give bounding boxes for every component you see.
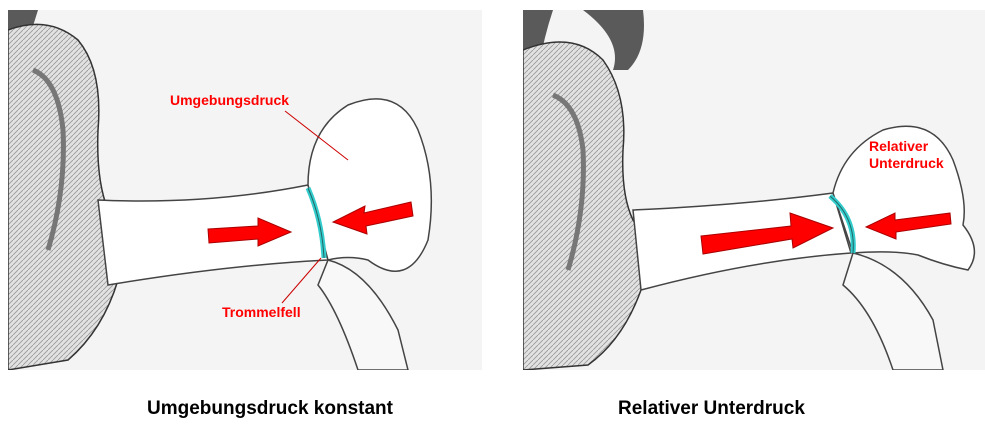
label-vacuum: Unterdruck — [869, 155, 944, 171]
caption-right: Relativer Unterdruck — [618, 398, 805, 420]
label-eardrum: Trommelfell — [222, 304, 301, 320]
ear-illustration-left: Umgebungsdruck Trommelfell — [8, 10, 482, 370]
label-relative: Relativer — [869, 138, 929, 154]
diagram-ambient-pressure: Umgebungsdruck Trommelfell — [8, 10, 482, 370]
middle-ear — [308, 99, 431, 271]
ear-illustration-right: Relativer Unterdruck — [523, 10, 985, 370]
caption-left: Umgebungsdruck konstant — [147, 398, 393, 420]
diagram-relative-vacuum: Relativer Unterdruck — [523, 10, 985, 370]
label-ambient-pressure: Umgebungsdruck — [170, 92, 289, 108]
